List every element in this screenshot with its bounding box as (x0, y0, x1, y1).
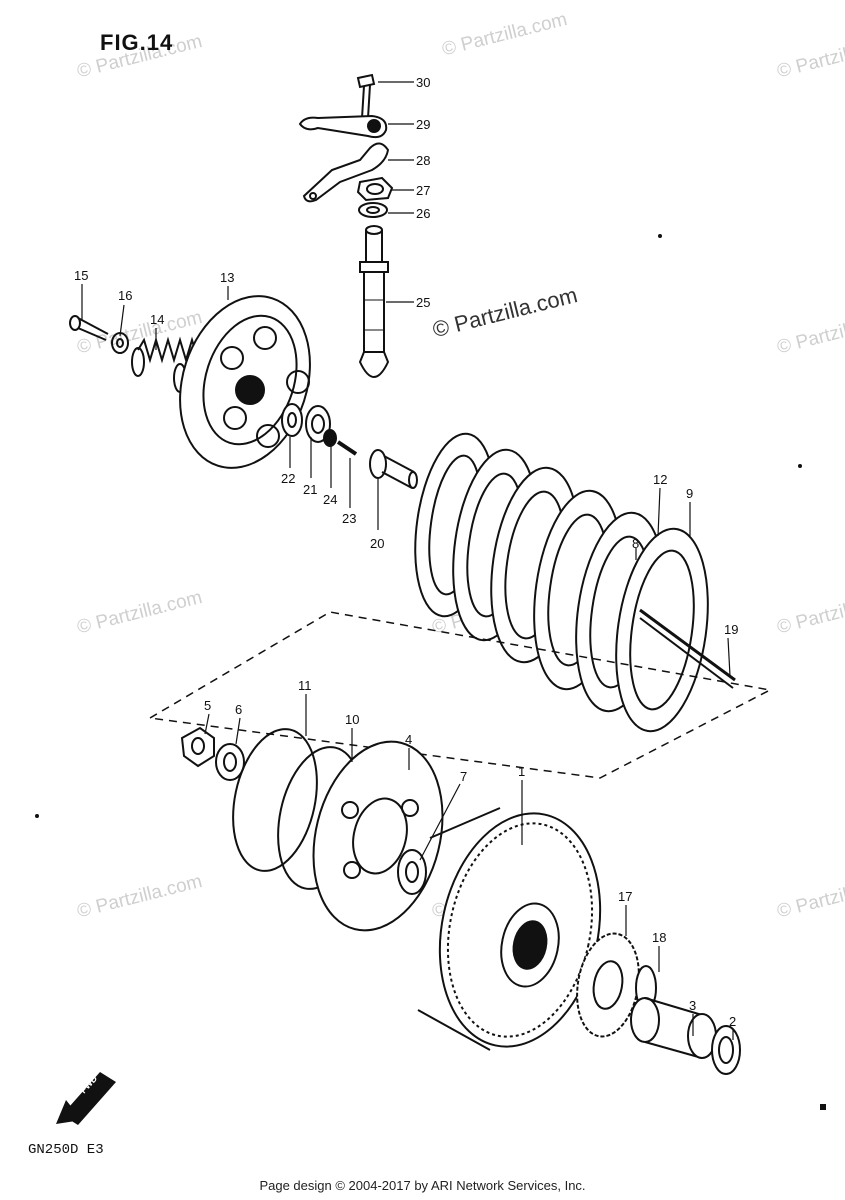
callout-14: 14 (150, 312, 164, 327)
callout-27: 27 (416, 183, 430, 198)
callout-26: 26 (416, 206, 430, 221)
washer-26 (358, 202, 388, 218)
callout-11: 11 (298, 678, 312, 693)
callout-22: 22 (281, 471, 295, 486)
primary-driven-gear-1 (417, 807, 602, 1051)
pressure-plate-13 (179, 295, 311, 469)
callout-1: 1 (518, 764, 525, 779)
nut-27 (356, 176, 394, 202)
fwd-arrow-icon: FWD (56, 1072, 116, 1125)
release-arm-29 (298, 114, 388, 139)
washer-22 (281, 403, 303, 437)
release-bolt-30 (356, 73, 376, 119)
callout-12: 12 (653, 472, 667, 487)
callout-24: 24 (323, 492, 337, 507)
model-code: GN250D E3 (28, 1142, 104, 1158)
callout-13: 13 (220, 270, 234, 285)
callout-17: 17 (618, 889, 632, 904)
callout-9: 9 (686, 486, 693, 501)
callout-19: 19 (724, 622, 738, 637)
callout-2: 2 (729, 1014, 736, 1029)
lock-washer-6 (215, 743, 245, 781)
callout-23: 23 (342, 511, 356, 526)
spacer-3 (630, 997, 717, 1059)
callout-4: 4 (405, 732, 412, 747)
figure-title: FIG.14 (100, 30, 174, 55)
callout-6: 6 (235, 702, 242, 717)
callout-7: 7 (460, 769, 467, 784)
callout-21: 21 (303, 482, 317, 497)
release-lever-28 (302, 142, 390, 203)
page-credit: Page design © 2004-2017 by ARI Network S… (259, 1178, 586, 1193)
callout-16: 16 (118, 288, 132, 303)
callout-29: 29 (416, 117, 430, 132)
nut-5 (180, 726, 215, 768)
clutch-plates-stack (414, 432, 736, 733)
pushrod-piece-20 (369, 449, 418, 489)
callout-15: 15 (74, 268, 88, 283)
callout-18: 18 (652, 930, 666, 945)
spring-ring-11 (232, 728, 318, 872)
callout-10: 10 (345, 712, 359, 727)
callout-20: 20 (370, 536, 384, 551)
callout-30: 30 (416, 75, 430, 90)
washer-2 (711, 1025, 741, 1075)
screw-15 (69, 315, 109, 341)
thrust-washer-7 (397, 849, 427, 895)
release-shaft-25 (358, 225, 390, 378)
callout-8: 8 (632, 536, 639, 551)
callout-28: 28 (416, 153, 430, 168)
pin-23 (336, 440, 358, 456)
bearing-21 (305, 405, 331, 443)
callout-3: 3 (689, 998, 696, 1013)
callout-5: 5 (204, 698, 211, 713)
callout-25: 25 (416, 295, 430, 310)
circlip-24 (323, 429, 337, 447)
